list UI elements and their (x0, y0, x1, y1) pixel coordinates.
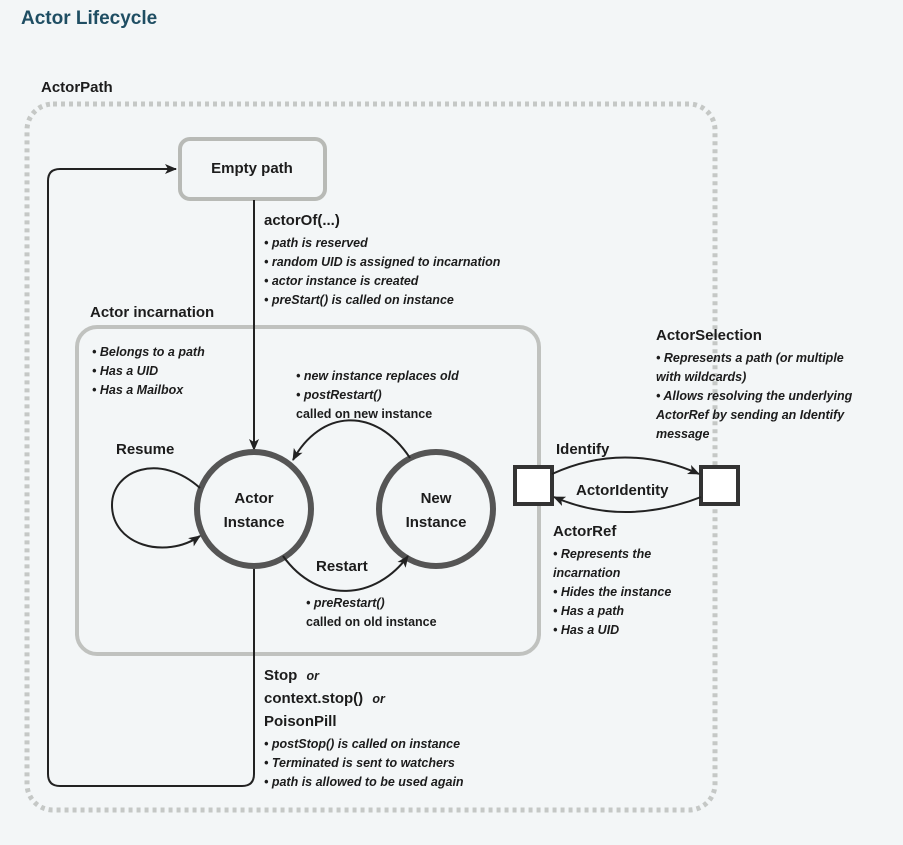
identify-arrow (551, 456, 700, 475)
actorselection-line: • Represents a path (or multiple (656, 351, 844, 365)
actorref-bullet: • Has a UID (553, 623, 619, 637)
identify-label: Identify (556, 441, 610, 458)
return-arrow (47, 164, 255, 787)
actorref-square (513, 465, 554, 506)
actorpath-boundary (24, 101, 718, 813)
actor-instance-label: Instance (224, 514, 285, 531)
restart-top-bullet: • new instance replaces old (296, 369, 459, 383)
stop-line: context.stop() or (264, 690, 386, 707)
new-instance-label: Instance (406, 514, 467, 531)
actorselection-square (699, 465, 740, 506)
actor-instance-circle (194, 449, 314, 569)
actorref-bullet: incarnation (553, 566, 621, 580)
page-title: Actor Lifecycle (21, 8, 158, 29)
actorselection-title: ActorSelection (656, 327, 762, 344)
actorselection-line: with wildcards) (656, 370, 746, 384)
restart-top-bullet: • postRestart() (296, 388, 382, 402)
empty-path-label: Empty path (211, 160, 293, 177)
actorselection-line: • Allows resolving the underlying (656, 389, 853, 403)
resume-loop (110, 467, 201, 549)
restart-top-tail: called on new instance (296, 407, 432, 421)
incarnation-bullet: • Has a Mailbox (92, 383, 184, 397)
incarnation-bullet: • Has a UID (92, 364, 158, 378)
new-instance-circle (376, 449, 496, 569)
actorref-bullet: • Has a path (553, 604, 624, 618)
restart-arrow (282, 555, 409, 592)
actorref-bullet: • Hides the instance (553, 585, 671, 599)
actorselection-line: message (656, 427, 710, 441)
actorof-bullet: • actor instance is created (264, 274, 419, 288)
restart-bottom-bullet: • preRestart() (306, 596, 385, 610)
actoridentity-arrow (553, 496, 702, 513)
actorselection-line: ActorRef by sending an Identify (655, 408, 845, 422)
restart-label: Restart (316, 558, 368, 575)
stop-line: Stop or (264, 667, 320, 684)
incarnation-bullet: • Belongs to a path (92, 345, 205, 359)
stop-bullet: • postStop() is called on instance (264, 737, 460, 751)
empty-path-box (178, 137, 327, 201)
resume-label: Resume (116, 441, 174, 458)
stop-bullet: • Terminated is sent to watchers (264, 756, 455, 770)
actorof-bullet: • path is reserved (264, 236, 368, 250)
stop-line: PoisonPill (264, 713, 337, 730)
incarnation-title: Actor incarnation (90, 304, 214, 321)
restart-bottom-tail: called on old instance (306, 615, 437, 629)
actor-instance-label: Actor (234, 490, 273, 507)
stop-bullet: • path is allowed to be used again (264, 775, 464, 789)
actorof-title: actorOf(...) (264, 212, 340, 229)
actorpath-label: ActorPath (41, 79, 113, 96)
actorref-bullet: • Represents the (553, 547, 651, 561)
actoridentity-label: ActorIdentity (576, 482, 669, 499)
replace-arrow (292, 419, 411, 461)
actorof-bullet: • preStart() is called on instance (264, 293, 454, 307)
actorof-bullet: • random UID is assigned to incarnation (264, 255, 501, 269)
actorref-title: ActorRef (553, 523, 617, 540)
new-instance-label: New (421, 490, 452, 507)
